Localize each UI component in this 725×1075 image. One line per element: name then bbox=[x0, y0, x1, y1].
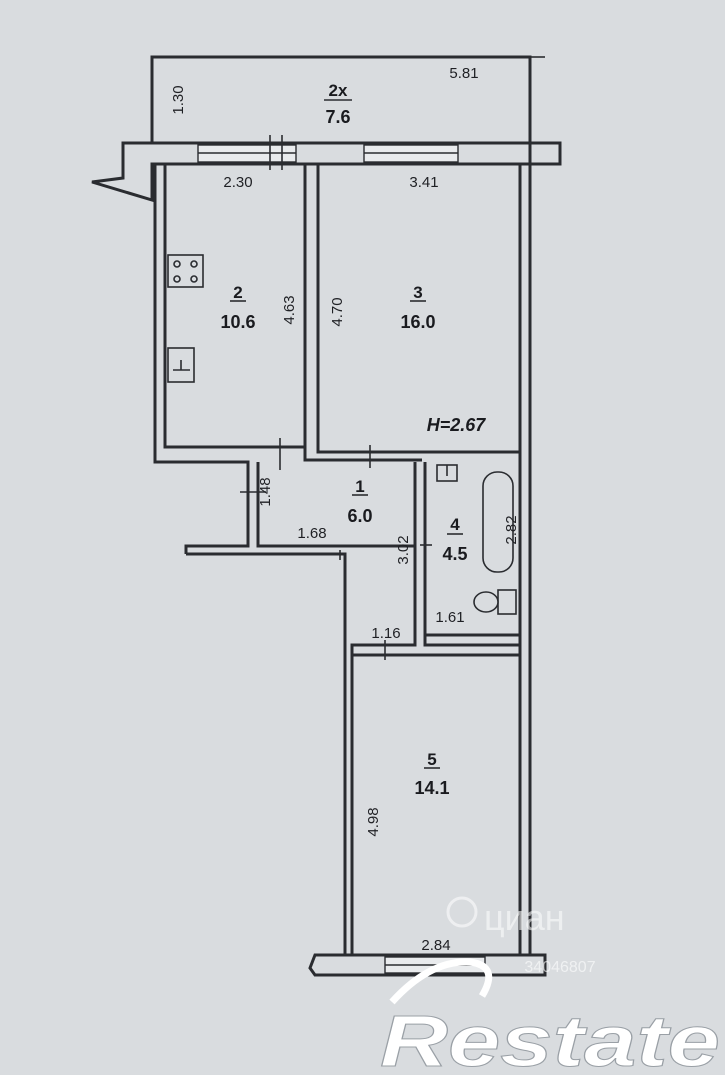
listing-code: 34046807 bbox=[524, 959, 595, 976]
dimension-label: 1.68 bbox=[297, 525, 326, 542]
room-1: 1 6.0 bbox=[347, 477, 372, 526]
room-4: 4 4.5 bbox=[442, 515, 467, 564]
room-5: 5 14.1 bbox=[414, 750, 449, 798]
room-area: 6.0 bbox=[347, 506, 372, 526]
dimension-label: 1.30 bbox=[170, 85, 187, 114]
toilet-icon bbox=[473, 589, 517, 615]
balcony bbox=[150, 55, 545, 143]
ceiling-height: H=2.67 bbox=[427, 415, 487, 435]
room-number: 3 bbox=[413, 283, 422, 302]
room-area: 10.6 bbox=[220, 312, 255, 332]
restate-logo-swoosh bbox=[389, 958, 493, 1005]
restate-brand-text: Restate bbox=[380, 1002, 720, 1075]
corridor-left-wall bbox=[186, 552, 347, 955]
dimension-label: 4.98 bbox=[365, 807, 382, 836]
room-number: 4 bbox=[450, 515, 460, 534]
door-marks bbox=[240, 438, 432, 660]
bathtub-icon bbox=[482, 471, 514, 573]
dimension-label: 1.61 bbox=[435, 609, 464, 626]
room-area: 7.6 bbox=[325, 107, 350, 127]
bath-left-wall bbox=[423, 462, 520, 647]
front-slab-outline bbox=[91, 141, 562, 203]
room-number: 5 bbox=[427, 750, 436, 769]
dimension-label: 1.48 bbox=[257, 477, 274, 506]
kitchen-left-wall bbox=[153, 164, 250, 554]
room-2: 2 10.6 bbox=[220, 283, 255, 332]
dimension-label: 3.02 bbox=[395, 535, 412, 564]
sink-icon bbox=[167, 347, 195, 383]
room-3: 3 16.0 bbox=[400, 283, 435, 332]
bath-sink-icon bbox=[436, 464, 458, 482]
dimension-label: 4.63 bbox=[281, 295, 298, 324]
front-slab bbox=[91, 135, 562, 203]
dimension-label: 5.81 bbox=[449, 65, 478, 82]
hall-right-wall bbox=[350, 462, 417, 955]
dimension-label: 3.41 bbox=[409, 174, 438, 191]
dimension-label: 4.70 bbox=[329, 297, 346, 326]
dimension-label: 2.84 bbox=[421, 937, 450, 954]
balcony-wall bbox=[150, 55, 532, 143]
living-inner-wall bbox=[316, 164, 520, 454]
kitchen-inner-wall bbox=[163, 164, 305, 449]
room-area: 16.0 bbox=[400, 312, 435, 332]
kitchen-living-partition bbox=[303, 164, 422, 462]
stove-icon bbox=[167, 254, 204, 288]
cian-logo-icon bbox=[446, 896, 478, 928]
apartment-walls bbox=[153, 143, 532, 955]
room-area: 14.1 bbox=[414, 778, 449, 798]
room-number: 1 bbox=[355, 477, 364, 496]
dimension-label: 1.16 bbox=[371, 625, 400, 642]
room-area: 4.5 bbox=[442, 544, 467, 564]
room-number: 2x bbox=[329, 81, 348, 100]
room-number: 2 bbox=[233, 283, 242, 302]
hall-left-wall bbox=[256, 462, 415, 548]
cian-watermark: циан 34046807 bbox=[446, 896, 596, 976]
dimension-label: 2.82 bbox=[503, 515, 520, 544]
room-2x: 2x 7.6 bbox=[324, 81, 352, 127]
dimension-label: 2.30 bbox=[223, 174, 252, 191]
restate-logo: Restate bbox=[380, 958, 721, 1075]
cian-watermark-text: циан bbox=[484, 897, 565, 938]
